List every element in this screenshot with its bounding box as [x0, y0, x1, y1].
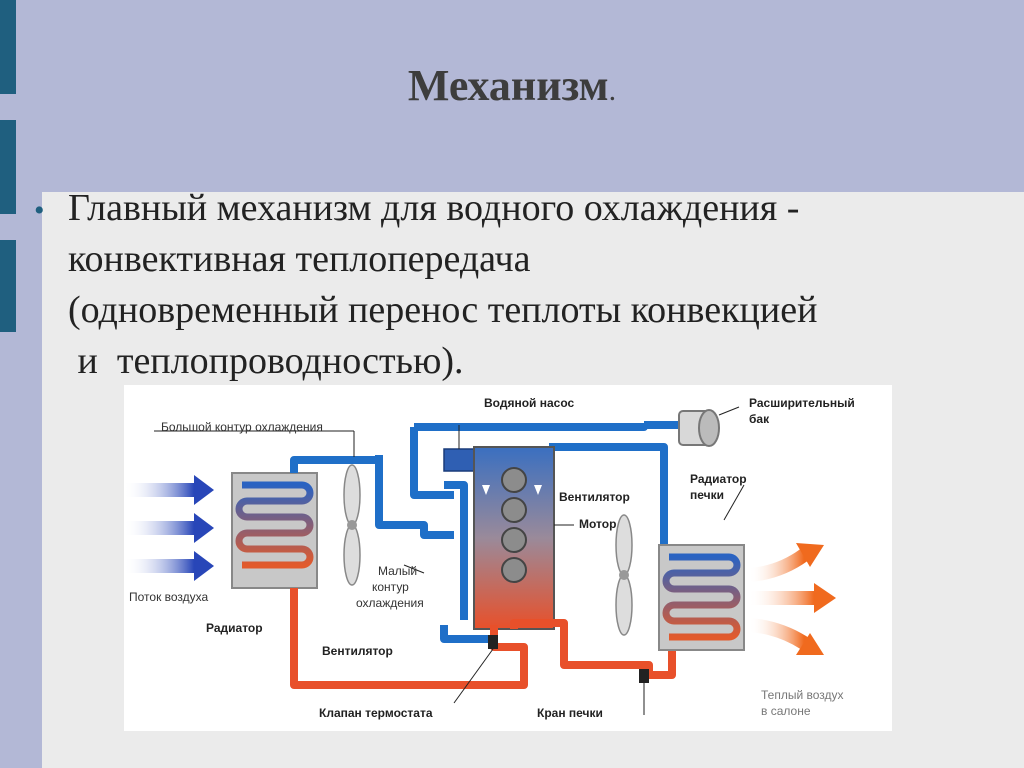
label-thermostat: Клапан термостата: [319, 706, 433, 720]
water-pump: [443, 425, 475, 472]
thermostat-valve: [453, 635, 498, 704]
label-airflow: Поток воздуха: [129, 590, 209, 604]
label-heater-radiator-2: печки: [690, 488, 724, 502]
heater-radiator: [658, 544, 745, 651]
accent-bar-3: [0, 240, 16, 332]
airflow-out-arrows: [748, 543, 836, 655]
slide-title: Механизм.: [0, 60, 1024, 111]
radiator-main: [231, 472, 318, 589]
label-radiator: Радиатор: [206, 621, 263, 635]
diagram-svg: Большой контур охлаждения Водяной насос …: [124, 396, 855, 720]
bullet-line-3: (одновременный перенос теплоты конвекцие…: [68, 289, 818, 331]
cooling-system-diagram: Большой контур охлаждения Водяной насос …: [124, 385, 892, 731]
label-heater-valve: Кран печки: [537, 706, 603, 720]
label-expansion-tank-1: Расширительный: [749, 396, 855, 410]
title-text: Механизм: [407, 61, 609, 110]
label-small-loop-3: охлаждения: [356, 596, 424, 610]
cold-pipes: [290, 421, 679, 643]
label-fan-left: Вентилятор: [322, 644, 393, 658]
accent-bar-2: [0, 120, 16, 214]
header-band: [0, 0, 1024, 192]
bullet-icon: •: [34, 194, 45, 227]
accent-bar-1: [0, 0, 16, 94]
airflow-in-arrows: [124, 475, 214, 581]
fan-right-icon: [615, 514, 633, 636]
label-warm-air-2: в салоне: [761, 704, 811, 718]
label-heater-radiator-1: Радиатор: [690, 472, 747, 486]
title-period: .: [608, 74, 617, 107]
label-warm-air-1: Теплый воздух: [761, 688, 844, 702]
label-large-loop: Большой контур охлаждения: [161, 420, 323, 434]
label-fan-right: Вентилятор: [559, 490, 630, 504]
bullet-line-1: Главный механизм для водного охлаждения …: [68, 187, 800, 229]
label-small-loop-2: контур: [372, 580, 409, 594]
label-water-pump: Водяной насос: [484, 396, 575, 410]
expansion-tank: [678, 406, 740, 447]
bullet-line-4: и теплопроводностью).: [68, 340, 464, 382]
label-expansion-tank-2: бак: [749, 412, 770, 426]
bullet-line-2: конвективная теплопередача: [68, 238, 531, 280]
heater-valve: [639, 669, 649, 715]
label-small-loop-1: Малый: [378, 564, 417, 578]
fan-left-icon: [343, 464, 361, 586]
label-motor: Мотор: [579, 517, 616, 531]
engine-block: [473, 446, 555, 630]
